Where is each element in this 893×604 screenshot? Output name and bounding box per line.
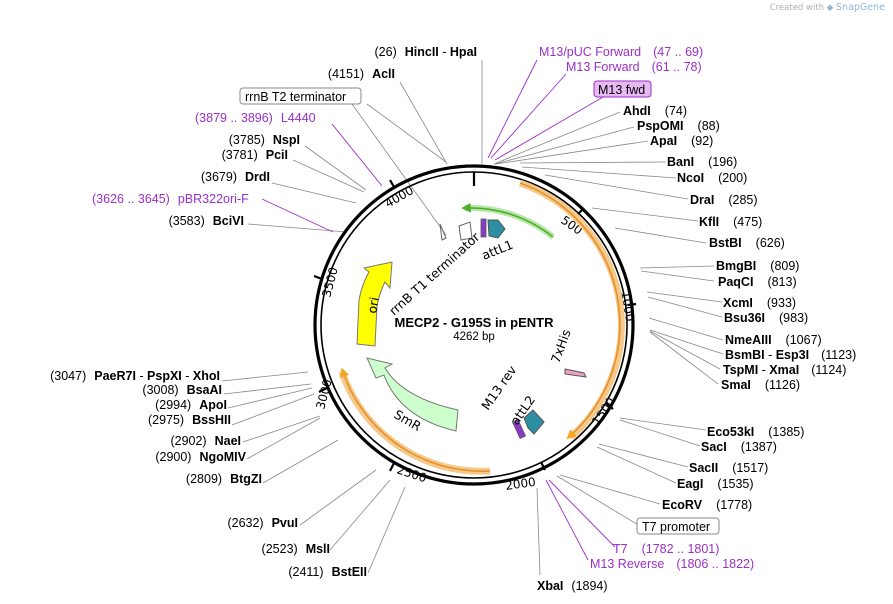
tick-label-2500: 2500 [395,463,428,486]
site-bsmbi-esp3i: BsmBI - Esp3I(1123) [725,348,856,362]
smr-arrow [366,357,459,432]
site-ecorv: EcoRV(1778) [662,498,752,512]
primer-l4440: (3879 .. 3896)L4440 [195,111,316,125]
rrnb-t1-arrow [458,221,473,241]
primer-pbr322ori-f: (3626 .. 3645)pBR322ori-F [92,192,249,206]
orange-arc-left-core [340,367,491,473]
credit-prefix: Created with [769,3,825,13]
leader-lines [221,60,724,576]
site-eagi: EagI(1535) [677,477,754,491]
site-bsshii: (2975)BssHII [148,413,231,427]
site-drdi: (3679)DrdI [201,170,270,184]
site-pvui: (2632)PvuI [227,516,298,530]
t7-promoter-box [636,517,720,535]
site-ahdi: AhdI(74) [623,104,687,118]
site-apai: ApaI(92) [650,134,713,148]
primer-labels: M13/pUC Forward(47 .. 69) M13 Forward(61… [92,45,754,571]
site-labels-left: (26)HincII - HpaI (4151)AclI (3785)NspI … [50,45,477,579]
site-bsteii: (2411)BstEII [288,565,367,579]
site-msli: (2523)MslI [262,542,330,556]
site-bani: BanI(196) [667,155,737,169]
ori-arrow [356,261,393,347]
t7-promoter-label: T7 promoter [642,520,710,534]
site-eco53ki: Eco53kI(1385) [707,425,804,439]
site-kfli: KflI(475) [699,215,762,229]
primer-m13-forward: M13 Forward(61 .. 78) [566,60,702,74]
his-label: 7xHis [548,327,574,365]
site-hincii-hpai: (26)HincII - HpaI [375,45,477,59]
site-paer7i-pspxi-xhoi: (3047)PaeR7I - PspXI - XhoI [50,369,220,383]
his-tag-arrow [564,368,587,378]
attl2-arrow [523,409,545,435]
site-ngomiv: (2900)NgoMIV [155,450,246,464]
site-xcmi: XcmI(933) [723,296,796,310]
site-bsaai: (3008)BsaAI [142,383,222,397]
site-labels-right: XbaI(1894) AhdI(74) PspOMI(88) ApaI(92) … [537,104,856,593]
primer-t7: T7(1782 .. 1801) [613,542,719,556]
rrnb-t2-marker [439,223,447,241]
rrnb-t2-label: rrnB T2 terminator [245,90,346,104]
site-smai: SmaI(1126) [721,378,800,392]
credit-brand: SnapGene [836,2,885,13]
tick-label-4000: 4000 [383,183,416,210]
snapgene-credit: Created with ◆ SnapGene [770,2,885,13]
green-arc [464,204,555,240]
m13fwd-label: M13 fwd [598,83,645,97]
m13fwd-box [593,80,652,98]
rrnb-t2-box [239,87,362,105]
site-nmeaiii: NmeAIII(1067) [725,333,822,347]
primer-m13-puc-forward: M13/pUC Forward(47 .. 69) [539,45,703,59]
green-arc-core [461,203,554,238]
site-pspomi: PspOMI(88) [637,119,720,133]
site-pcii: (3781)PciI [222,148,288,162]
plasmid-title: MECP2 - G195S in pENTR [395,315,555,330]
site-btgzi: (2809)BtgZI [186,472,262,486]
tick-label-2000: 2000 [504,475,536,493]
site-apoi: (2994)ApoI [155,398,227,412]
site-bcivi: (3583)BciVI [169,214,244,228]
site-paqci: PaqCI(813) [718,275,797,289]
attl1-primer [480,218,487,238]
m13rev-label: M13 rev [478,362,520,413]
site-bmgbi: BmgBI(809) [716,259,799,273]
site-xbai: XbaI(1894) [537,579,608,593]
site-drai: DraI(285) [690,193,758,207]
attl2-primer [511,419,527,439]
attl1-label: attL1 [480,237,516,263]
primer-lines [261,59,616,561]
tick-label-3500: 3500 [319,266,340,299]
site-bstbi: BstBI(626) [709,236,785,250]
attl1-arrow [487,219,506,239]
snapgene-logo-icon: ◆ [826,3,834,13]
rrnb-t1-label: rrnB T1 terminator [386,229,483,319]
tick-marks [313,172,637,472]
site-bsu36i: Bsu36I(983) [724,311,808,325]
primer-m13-reverse: M13 Reverse(1806 .. 1822) [590,557,754,571]
orange-arc-right-core [519,182,621,440]
site-sacii: SacII(1517) [689,461,768,475]
ori-label: ori [364,296,382,315]
site-naei: (2902)NaeI [170,434,241,448]
plasmid-length: 4262 bp [453,331,495,343]
site-saci: SacI(1387) [701,440,777,454]
site-tspmi-xmai: TspMI - XmaI(1124) [723,363,846,377]
site-acli: (4151)AclI [328,67,395,81]
site-ncoi: NcoI(200) [677,171,747,185]
site-nspi: (3785)NspI [229,133,300,147]
